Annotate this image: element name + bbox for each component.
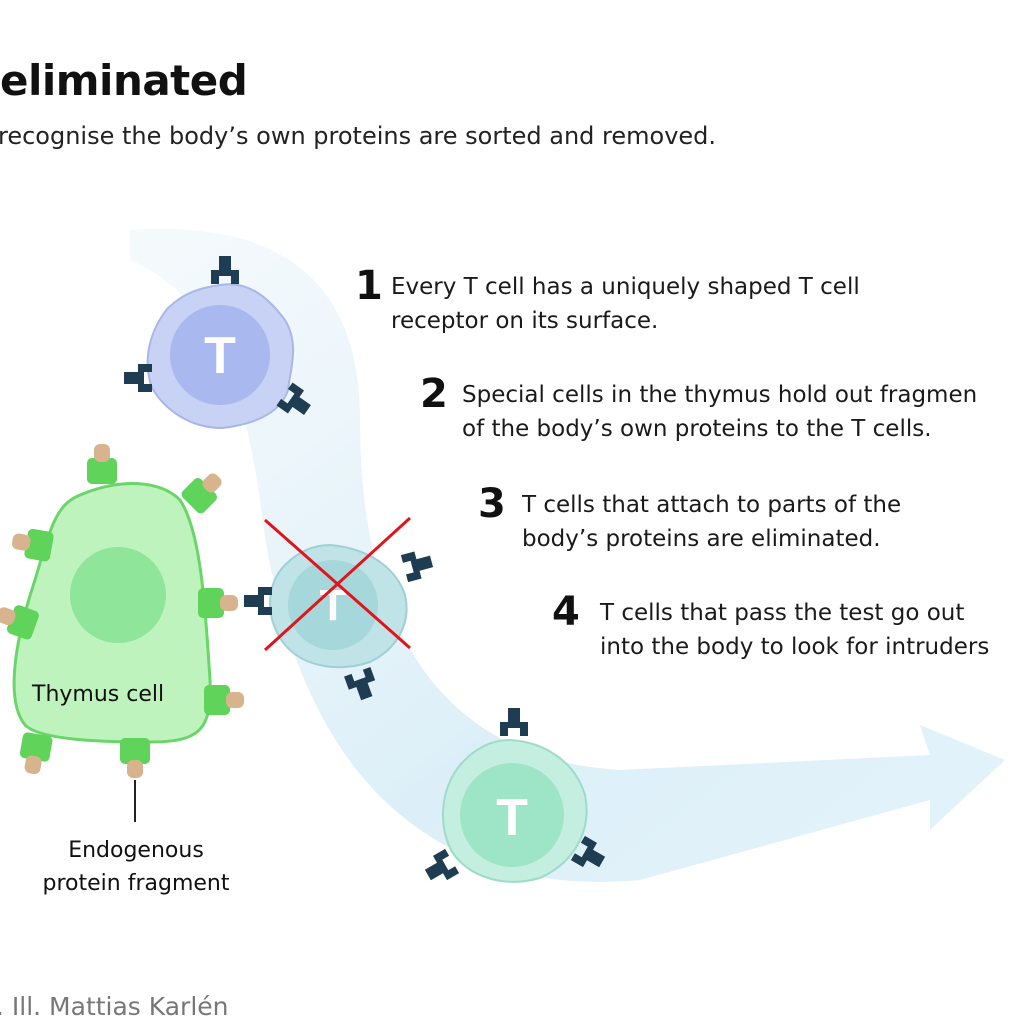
t-cell-passed: T — [420, 708, 610, 888]
step-text: body’s proteins are eliminated. — [522, 526, 881, 552]
page-subtitle: recognise the body’s own proteins are so… — [0, 122, 717, 150]
step-text: T cells that attach to parts of the — [522, 492, 902, 518]
step-4: 4 T cells that pass the test go out into … — [552, 592, 990, 664]
fragment-label: Endogenous protein fragment — [16, 834, 256, 900]
page-title: eliminated — [0, 56, 248, 105]
step-number: 2 — [420, 371, 448, 417]
step-1: 1 Every T cell has a uniquely shaped T c… — [355, 266, 860, 338]
step-text: Every T cell has a uniquely shaped T cel… — [391, 274, 860, 300]
step-text: into the body to look for intruders — [600, 634, 990, 660]
cross-mark — [263, 516, 412, 652]
step-3: 3 T cells that attach to parts of the bod… — [478, 484, 902, 556]
t-cell-eliminated: T — [244, 516, 436, 703]
step-2: 2 Special cells in the thymus hold out f… — [420, 374, 978, 446]
flow-arrow — [130, 228, 1005, 882]
thymus-cell — [0, 444, 244, 822]
step-text: T cells that pass the test go out — [600, 600, 965, 626]
fragment-label-line: Endogenous — [68, 838, 204, 863]
step-text: of the body’s own proteins to the T cell… — [462, 416, 932, 442]
illustration-credit: . Ill. Mattias Karlén — [0, 992, 229, 1021]
step-text: Special cells in the thymus hold out fra… — [462, 382, 978, 408]
fragment-label-line: protein fragment — [42, 871, 230, 896]
step-text: receptor on its surface. — [391, 308, 659, 334]
step-number: 4 — [552, 589, 580, 635]
step-number: 1 — [355, 263, 383, 309]
t-letter: T — [496, 789, 528, 847]
step-number: 3 — [478, 481, 506, 527]
thymus-cell-label: Thymus cell — [32, 682, 165, 707]
t-cell-naive — [124, 256, 316, 430]
t-letter: T — [204, 327, 236, 385]
